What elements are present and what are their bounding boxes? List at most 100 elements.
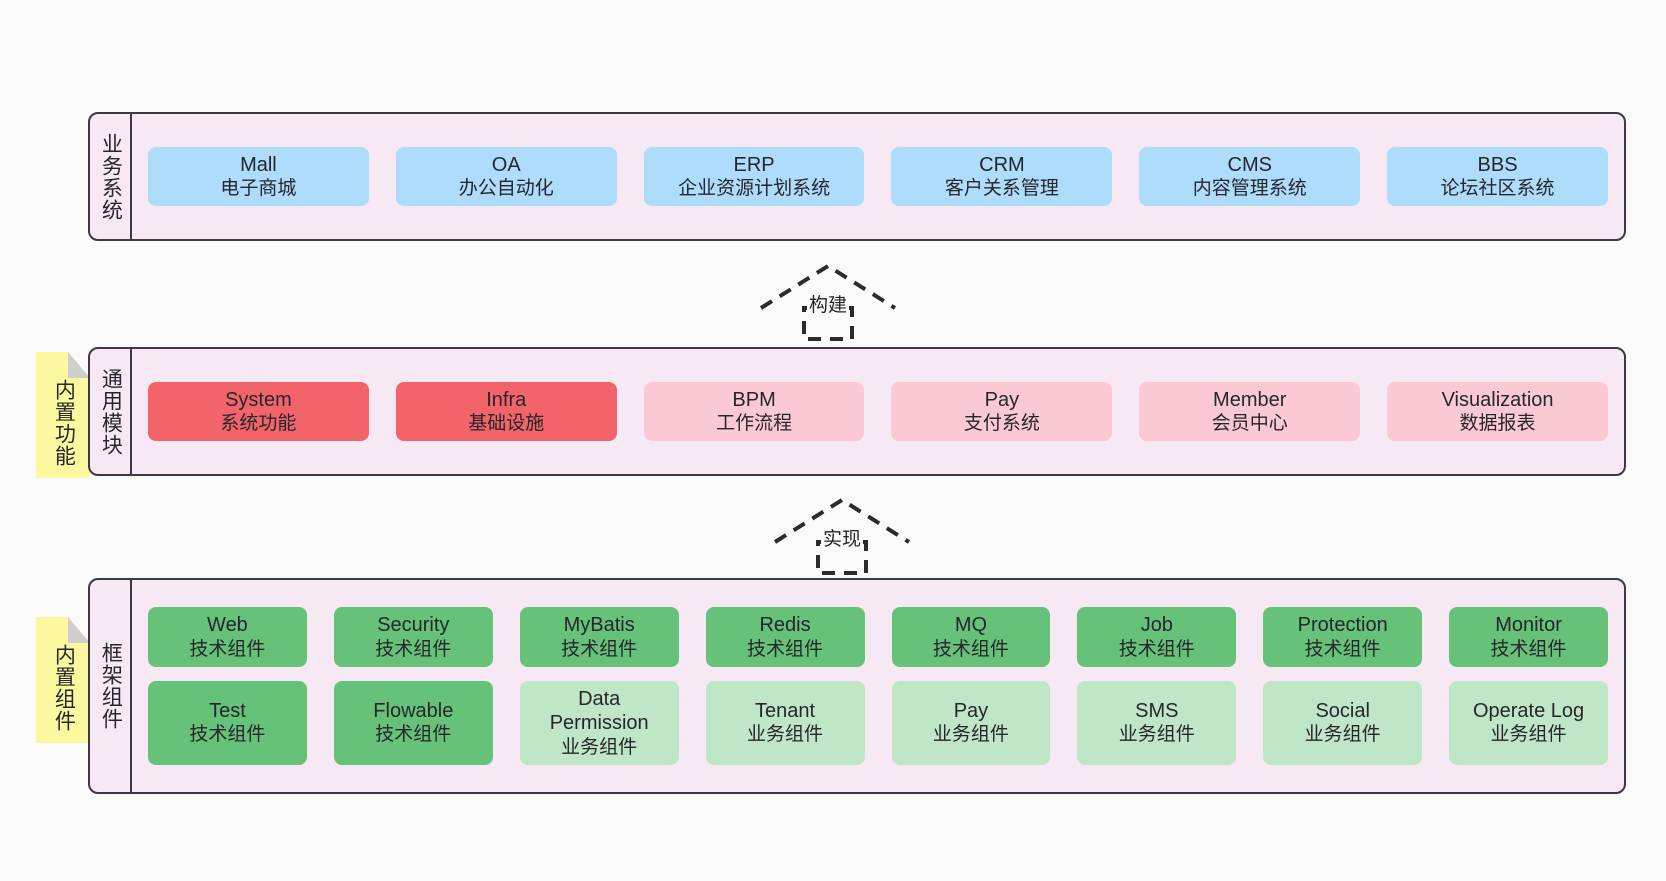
card-title: Data Permission [549,687,649,735]
layer-framework-caption: 框架组件 [90,580,132,792]
common-card-row: System 系统功能 Infra 基础设施 BPM 工作流程 Pay 支付系统… [148,381,1608,442]
card-title: Security [377,614,450,637]
card-title: Pay [953,699,989,722]
card-mall[interactable]: Mall 电子商城 [148,146,369,207]
card-title: Mall [240,153,277,176]
card-subtitle: 电子商城 [220,178,297,200]
layer-business-caption: 业务系统 [90,114,132,239]
card-title: Operate Log [1472,699,1585,722]
card-subtitle: 技术组件 [1304,638,1381,660]
card-subtitle: 支付系统 [963,413,1040,435]
card-title: Job [1140,614,1173,637]
card-erp[interactable]: ERP 企业资源计划系统 [643,146,865,207]
card-subtitle: 业务组件 [561,736,638,758]
card-system[interactable]: System 系统功能 [148,381,369,442]
card-title: Member [1213,388,1287,411]
card-visualization[interactable]: Visualization 数据报表 [1387,381,1608,442]
card-subtitle: 系统功能 [220,413,297,435]
layer-framework-body: Web 技术组件 Security 技术组件 MyBatis 技术组件 Redi… [132,580,1624,792]
card-bbs[interactable]: BBS 论坛社区系统 [1387,146,1608,207]
card-title: CMS [1227,153,1272,176]
card-mq[interactable]: MQ 技术组件 [891,607,1051,667]
card-title: Flowable [373,699,454,722]
card-title: Pay [984,388,1020,411]
card-subtitle: 工作流程 [716,413,793,435]
framework-business-row: Test 技术组件 Flowable 技术组件 Data Permission … [148,680,1608,765]
card-test[interactable]: Test 技术组件 [148,680,307,765]
business-card-row: Mall 电子商城 OA 办公自动化 ERP 企业资源计划系统 CRM 客户关系… [148,146,1608,207]
card-subtitle: 技术组件 [1490,638,1567,660]
card-sms[interactable]: SMS 业务组件 [1077,680,1237,765]
card-title: Infra [486,388,527,411]
connector-implement-label: 实现 [820,524,864,551]
layer-business-body: Mall 电子商城 OA 办公自动化 ERP 企业资源计划系统 CRM 客户关系… [132,114,1624,239]
card-pay[interactable]: Pay 支付系统 [891,381,1113,442]
note-builtin-components: 内置组件 [36,617,90,743]
card-subtitle: 技术组件 [561,638,638,660]
card-oa[interactable]: OA 办公自动化 [395,146,617,207]
card-member[interactable]: Member 会员中心 [1139,381,1361,442]
card-subtitle: 论坛社区系统 [1440,178,1555,200]
card-subtitle: 会员中心 [1211,413,1288,435]
card-title: Web [207,614,248,637]
card-infra[interactable]: Infra 基础设施 [395,381,617,442]
card-data-permission[interactable]: Data Permission 业务组件 [519,680,679,765]
card-operate-log[interactable]: Operate Log 业务组件 [1449,680,1608,765]
layer-common-modules: 通用模块 System 系统功能 Infra 基础设施 BPM 工作流程 Pay [88,347,1626,476]
note-label: 内置功能 [52,379,76,467]
card-flowable[interactable]: Flowable 技术组件 [333,680,493,765]
card-title: CRM [979,153,1025,176]
card-title: Monitor [1495,614,1562,637]
card-subtitle: 技术组件 [375,724,452,746]
card-security[interactable]: Security 技术组件 [333,607,493,667]
card-subtitle: 业务组件 [1490,724,1567,746]
card-title: System [225,388,292,411]
card-title: Tenant [755,699,816,722]
card-title: ERP [733,153,775,176]
card-title: Social [1315,699,1370,722]
card-subtitle: 技术组件 [932,638,1009,660]
card-crm[interactable]: CRM 客户关系管理 [891,146,1113,207]
card-title: Protection [1297,614,1388,637]
card-subtitle: 业务组件 [1118,724,1195,746]
card-tenant[interactable]: Tenant 业务组件 [705,680,865,765]
card-title: Redis [759,614,811,637]
layer-business-systems: 业务系统 Mall 电子商城 OA 办公自动化 ERP 企业资源计划系统 CRM [88,112,1626,241]
note-fold-corner-icon [68,617,90,643]
card-title: OA [491,153,521,176]
note-label: 内置组件 [52,644,76,732]
layer-common-body: System 系统功能 Infra 基础设施 BPM 工作流程 Pay 支付系统… [132,349,1624,474]
card-mybatis[interactable]: MyBatis 技术组件 [519,607,679,667]
card-subtitle: 技术组件 [375,638,452,660]
card-title: MQ [954,614,988,637]
card-pay-business[interactable]: Pay 业务组件 [891,680,1051,765]
note-builtin-features: 内置功能 [36,352,90,478]
layer-common-caption: 通用模块 [90,349,132,474]
card-title: Test [209,699,246,722]
card-protection[interactable]: Protection 技术组件 [1263,607,1423,667]
card-subtitle: 基础设施 [468,413,545,435]
card-title: MyBatis [563,614,635,637]
note-fold-corner-icon [68,352,90,378]
card-subtitle: 业务组件 [747,724,824,746]
card-subtitle: 业务组件 [1304,724,1381,746]
card-social[interactable]: Social 业务组件 [1263,680,1423,765]
card-bpm[interactable]: BPM 工作流程 [643,381,865,442]
card-monitor[interactable]: Monitor 技术组件 [1449,607,1608,667]
connector-implement: 实现 [772,496,912,575]
layer-framework-components: 框架组件 Web 技术组件 Security 技术组件 MyBatis 技术组件… [88,578,1626,794]
card-title: SMS [1135,699,1179,722]
card-subtitle: 客户关系管理 [944,178,1059,200]
card-job[interactable]: Job 技术组件 [1077,607,1237,667]
card-subtitle: 企业资源计划系统 [678,178,831,200]
card-redis[interactable]: Redis 技术组件 [705,607,865,667]
card-cms[interactable]: CMS 内容管理系统 [1139,146,1361,207]
card-subtitle: 办公自动化 [458,178,554,200]
card-web[interactable]: Web 技术组件 [148,607,307,667]
card-subtitle: 技术组件 [189,638,266,660]
card-subtitle: 业务组件 [932,724,1009,746]
card-subtitle: 技术组件 [1118,638,1195,660]
card-title: Visualization [1441,388,1554,411]
card-title: BPM [732,388,776,411]
